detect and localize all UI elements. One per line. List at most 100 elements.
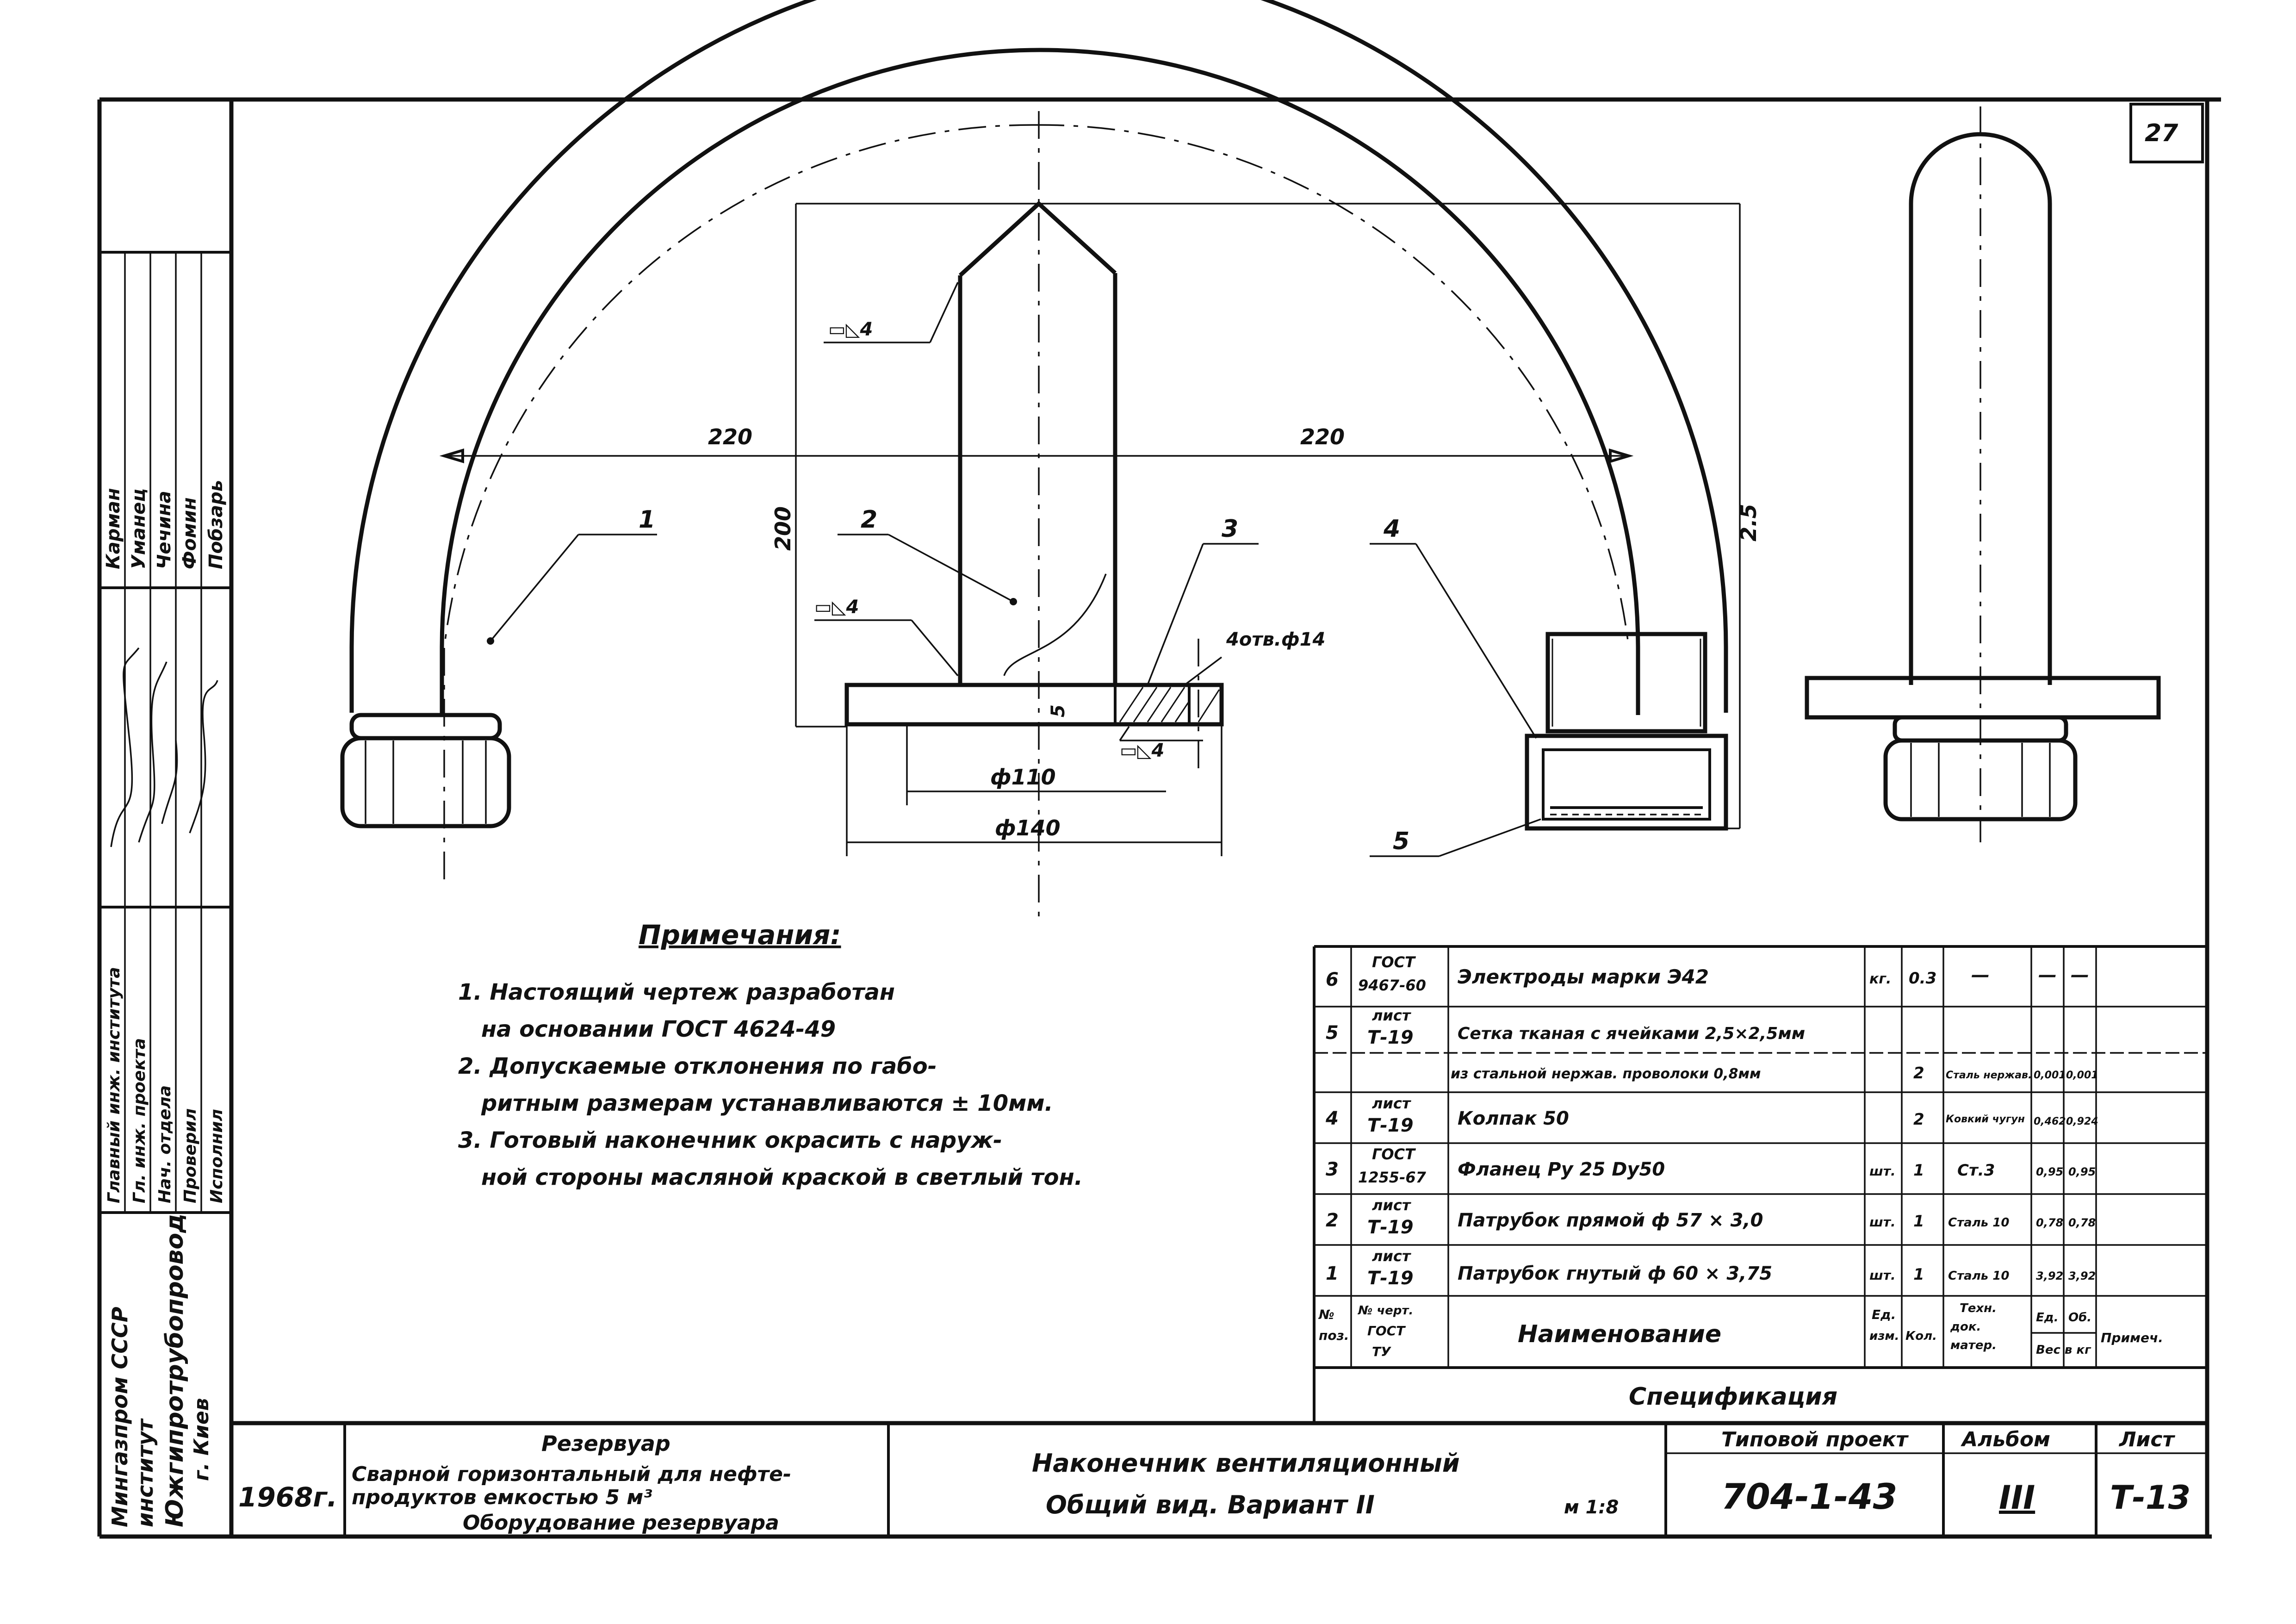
person-5: Побзарь [205, 480, 227, 569]
header-mat-2: док. [1950, 1320, 1981, 1334]
header-weight-1: Ед. [2036, 1311, 2059, 1325]
spec-qty: 1 [1913, 1212, 1924, 1231]
callout-5: 5 [1393, 828, 1409, 855]
header-weight-3: Вес в кг [2036, 1343, 2091, 1357]
spec-name: Патрубок гнутый ф 60 × 3,75 [1458, 1263, 1772, 1284]
spec-pos: 1 [1326, 1263, 1339, 1284]
ministry-line-4: г. Киев [190, 1398, 213, 1481]
spec-name: Патрубок прямой ф 57 × 3,0 [1458, 1210, 1763, 1231]
spec-w2: 3,92 [2068, 1269, 2096, 1282]
spec-name: Колпак 50 [1458, 1108, 1569, 1129]
drawing-scale: м 1:8 [1564, 1497, 1619, 1518]
spec-unit: шт. [1869, 1268, 1896, 1283]
callout-3: 3 [1222, 515, 1238, 543]
spec-w2: 0,001 [2066, 1070, 2098, 1081]
person-3: Чечина [154, 491, 175, 569]
spec-w1: 0,462 [2034, 1116, 2066, 1127]
header-mat-3: матер. [1950, 1338, 1997, 1352]
spec-w2: 0,95 [2068, 1165, 2096, 1178]
cap-right-section [1525, 632, 1728, 831]
role-3: Нач. отдела [155, 1085, 174, 1203]
weld-mark-bottom-left: ▭◺4 [814, 597, 859, 618]
note-line-6: ной стороны масляной краской в светлый т… [481, 1164, 1083, 1190]
side-view [1805, 106, 2161, 842]
sheet-value: Т-13 [2110, 1479, 2191, 1517]
spec-mat: Сталь 10 [1948, 1216, 2009, 1230]
spec-mat: Сталь нержав. [1946, 1070, 2032, 1081]
spec-row: 4 лист Т-19 Колпак 50 2 Ковкий чугун 0,4… [1325, 1095, 2098, 1136]
spec-doc-b: Т-19 [1367, 1027, 1414, 1048]
leader-lines [487, 282, 1541, 857]
bent-pipe-front-view [349, 0, 1728, 879]
spec-doc-b: Т-19 [1367, 1217, 1414, 1238]
header-doc-1: № черт. [1358, 1304, 1413, 1318]
dim-height-200: 200 [770, 506, 795, 551]
spec-doc-a: ГОСТ [1372, 953, 1416, 971]
role-1: Главный инж. института [105, 967, 124, 1203]
title-block-grid [229, 1423, 2207, 1537]
spec-pos: 4 [1325, 1108, 1339, 1129]
role-4: Проверил [181, 1108, 200, 1203]
spec-doc-a: лист [1372, 1095, 1412, 1112]
spec-row: из стальной нержав. проволоки 0,8мм 2 Ст… [1451, 1064, 2098, 1083]
dim-left-220: 220 [708, 424, 752, 449]
spec-header: № поз. № черт. ГОСТ ТУ Наименование Ед. … [1318, 1301, 2163, 1359]
project-label: Типовой проект [1721, 1428, 1909, 1451]
straight-branch-pipe [958, 111, 1117, 916]
title-object-line-2: продуктов емкостью 5 м³ [352, 1486, 652, 1509]
title-object-line-3: Оборудование резервуара [463, 1511, 779, 1535]
note-line-5: 3. Готовый наконечник окрасить с наруж- [458, 1127, 1002, 1153]
header-unit-2: изм. [1869, 1329, 1899, 1343]
header-pos-1: № [1318, 1307, 1334, 1322]
sheet-number: 27 [2145, 119, 2178, 147]
ministry-line-1: Мингазпром СССР [107, 1307, 132, 1527]
dim-dia-140: ф140 [995, 815, 1061, 840]
header-qty: Кол. [1905, 1329, 1937, 1343]
header-note: Примеч. [2101, 1330, 2163, 1345]
callout-1: 1 [639, 506, 655, 534]
note-line-2: на основании ГОСТ 4624-49 [481, 1016, 836, 1042]
callout-2: 2 [861, 506, 877, 534]
person-2: Уманец [128, 488, 149, 569]
header-name: Наименование [1518, 1320, 1721, 1348]
spec-doc-b: Т-19 [1367, 1268, 1414, 1289]
album-label: Альбом [1961, 1428, 2050, 1451]
dimension-lines [439, 203, 1741, 856]
dim-thickness-5: 5 [1048, 704, 1069, 717]
spec-doc-a: лист [1372, 1247, 1412, 1265]
spec-doc-a: ГОСТ [1372, 1145, 1416, 1163]
spec-unit: кг. [1869, 971, 1891, 987]
role-2: Гл. инж. проекта [130, 1038, 149, 1203]
spec-name: Фланец Ру 25 Dу50 [1458, 1159, 1665, 1180]
spec-unit: шт. [1869, 1214, 1896, 1230]
spec-mat: — [1971, 964, 1990, 986]
weld-mark-bottom-right: ▭◺4 [1120, 740, 1164, 761]
header-pos-2: поз. [1319, 1328, 1349, 1343]
spec-pos: 5 [1326, 1022, 1339, 1044]
spec-pos: 3 [1326, 1159, 1339, 1180]
spec-qty: 2 [1913, 1064, 1924, 1083]
spec-w1: — [2038, 964, 2057, 986]
spec-w1: 0,001 [2034, 1070, 2066, 1081]
spec-doc-b: 9467-60 [1358, 977, 1426, 994]
spec-w2: 0,924 [2066, 1116, 2098, 1127]
spec-mat: Ковкий чугун [1946, 1114, 2025, 1125]
header-doc-3: ТУ [1372, 1344, 1391, 1359]
dim-holes: 4отв.ф14 [1226, 629, 1325, 650]
sheet-frame [97, 97, 2221, 1539]
flange [844, 639, 1224, 768]
drawing-title-1: Наконечник вентиляционный [1032, 1449, 1460, 1478]
spec-w1: 0,95 [2036, 1165, 2063, 1178]
spec-w1: 3,92 [2036, 1269, 2063, 1282]
ministry-line-2: институт [133, 1418, 158, 1527]
spec-name: Сетка тканая с ячейками 2,5×2,5мм [1458, 1024, 1805, 1043]
flange-hatching [1119, 687, 1220, 722]
spec-w2: — [2071, 964, 2089, 986]
ministry-line-3: Южгипротрубопровод [161, 1213, 189, 1527]
spec-row: 1 лист Т-19 Патрубок гнутый ф 60 × 3,75 … [1326, 1247, 2096, 1289]
spec-caption: Спецификация [1629, 1383, 1837, 1411]
spec-mat: Сталь 10 [1948, 1269, 2009, 1283]
spec-row: 6 ГОСТ 9467-60 Электроды марки Э42 кг. 0… [1326, 953, 2089, 994]
spec-qty: 1 [1913, 1265, 1924, 1284]
spec-row: 2 лист Т-19 Патрубок прямой ф 57 × 3,0 ш… [1326, 1196, 2096, 1238]
